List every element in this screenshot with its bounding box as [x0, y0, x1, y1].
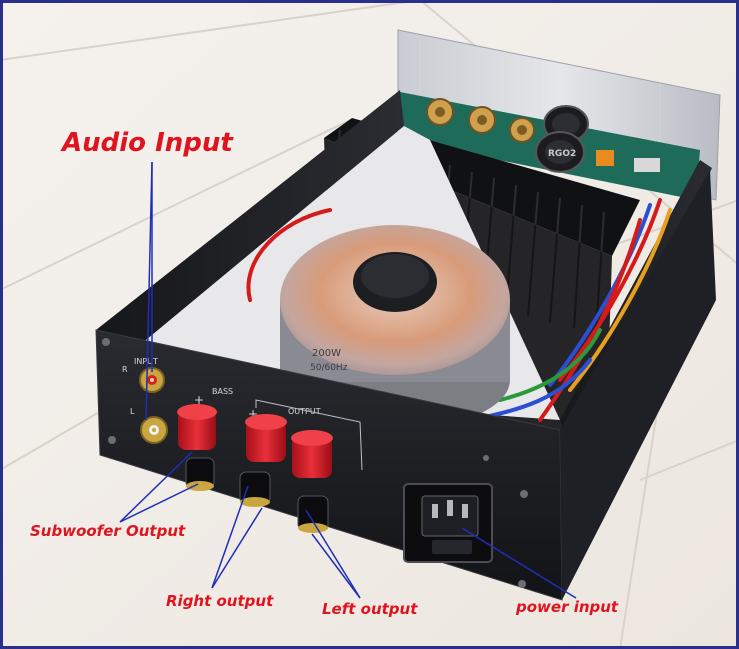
chassis-left-wall: [96, 90, 404, 345]
sub-pointer-2: [119, 483, 199, 523]
iec-power-socket: [403, 483, 493, 563]
rca-jacks: [139, 367, 168, 444]
power-pointer: [461, 527, 577, 599]
relay-block: [596, 150, 614, 166]
bass-print: BASS: [212, 387, 233, 396]
potentiometers: [426, 98, 535, 143]
input-print: INPUT: [134, 357, 158, 366]
capacitor-label: RGO2: [548, 149, 576, 159]
bass-plus-print: +: [194, 393, 204, 407]
binding-posts-red: [177, 404, 333, 478]
out-plus-print: +: [248, 407, 258, 421]
connector-block: [634, 158, 660, 172]
audio-input-pointer-2: [145, 161, 153, 421]
sub-pointer-1: [119, 451, 193, 523]
left-output-label: Left output: [322, 600, 418, 618]
audio-input-label: Audio Input: [62, 128, 233, 158]
power-input-label: power input: [516, 598, 619, 616]
right-pointer-2: [211, 507, 263, 589]
input-r-print: R: [122, 365, 128, 374]
pointer-lines: [119, 161, 577, 599]
left-pointer-2: [311, 533, 361, 599]
panel-screws: [102, 338, 528, 588]
subwoofer-output-label: Subwoofer Output: [30, 522, 186, 540]
input-l-print: L: [130, 407, 135, 416]
filter-capacitors: RGO2: [535, 105, 589, 173]
transformer-label-2: 50/60Hz: [310, 363, 348, 373]
binding-posts-black: [185, 457, 329, 533]
right-output-label: Right output: [166, 592, 274, 610]
panel-printing: INPUT R L BASS OUTPUT + +: [122, 357, 321, 421]
internal-wiring: [246, 198, 672, 422]
chassis-right-side: [560, 170, 716, 600]
output-bracket: [255, 399, 363, 471]
right-pointer-1: [211, 485, 249, 589]
transformer-label-1: 200W: [312, 348, 341, 359]
left-pointer-1: [305, 509, 361, 599]
output-print: OUTPUT: [288, 407, 321, 416]
